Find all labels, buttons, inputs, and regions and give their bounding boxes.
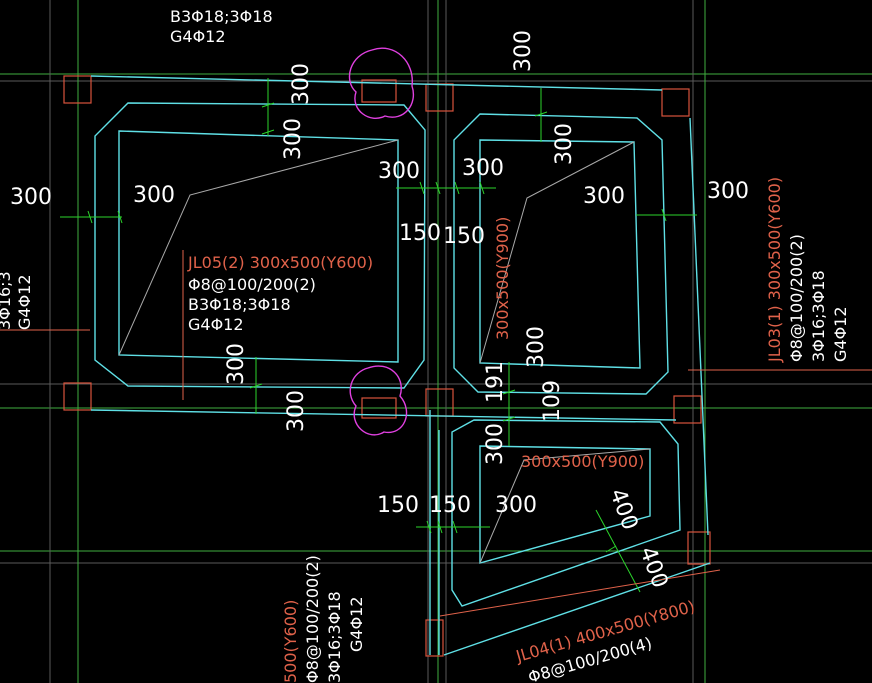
jl03-bars: 3Φ16;3Φ18 bbox=[809, 270, 828, 362]
dim-lower-300-a: 300 bbox=[483, 423, 508, 465]
column-top-mid bbox=[425, 83, 454, 112]
bottom-side: G4Φ12 bbox=[347, 596, 366, 652]
column-top-right bbox=[661, 88, 690, 117]
dim-150-b: 150 bbox=[443, 224, 485, 249]
dim-109: 109 bbox=[540, 380, 565, 422]
beam-outlines bbox=[90, 75, 711, 656]
dim-left-edge: 300 bbox=[10, 185, 52, 210]
dim-lower-300-b: 300 bbox=[495, 493, 537, 518]
dim-mid-top-left: 300 bbox=[378, 159, 420, 184]
column-mid-cloud bbox=[361, 397, 397, 419]
column-mid-left bbox=[63, 382, 92, 411]
pit-inner-left bbox=[118, 130, 399, 363]
jl05-bars: B3Φ18;3Φ18 bbox=[188, 295, 291, 314]
column-top-left bbox=[63, 75, 92, 104]
jl03-stirrup: Φ8@100/200(2) bbox=[787, 234, 806, 362]
dim-lower-150-b: 150 bbox=[429, 493, 471, 518]
revision-clouds bbox=[348, 47, 415, 436]
dim-lower-150-a: 150 bbox=[377, 493, 419, 518]
column-mid-right bbox=[673, 395, 702, 424]
dim-top-left-b: 300 bbox=[281, 118, 306, 160]
dim-left-inner: 300 bbox=[133, 183, 175, 208]
jl05-stirrup: Φ8@100/200(2) bbox=[188, 275, 316, 294]
dim-right-edge: 300 bbox=[707, 179, 749, 204]
dim-191: 191 bbox=[483, 361, 508, 403]
dim-mid-top-right: 300 bbox=[462, 156, 504, 181]
bottom-beam-label: 500(Y600) bbox=[281, 600, 300, 683]
lower-beam-label: 300x500(Y900) bbox=[521, 452, 644, 471]
dim-left-bottom-b: 300 bbox=[284, 390, 309, 432]
left-partial-side: G4Φ12 bbox=[15, 274, 34, 330]
dim-top-right: 300 bbox=[511, 30, 536, 72]
revision-cloud-top bbox=[348, 47, 415, 119]
dimension-lines bbox=[60, 78, 697, 593]
mid-vertical-beam-label: 300x500(Y900) bbox=[493, 217, 512, 340]
dim-left-bottom-a: 300 bbox=[224, 343, 249, 385]
dim-mid-vert: 300 bbox=[524, 326, 549, 368]
slope-lines bbox=[118, 139, 651, 564]
column-top-cloud bbox=[361, 79, 397, 103]
jl03-side: G4Φ12 bbox=[831, 306, 850, 362]
pit-inner-right bbox=[479, 139, 641, 369]
dim-right-inner: 300 bbox=[583, 184, 625, 209]
pit-outer-right bbox=[453, 113, 669, 395]
dim-150-a: 150 bbox=[399, 221, 441, 246]
dim-400-a: 400 bbox=[604, 486, 642, 534]
dim-top-left-a: 300 bbox=[289, 63, 314, 105]
columns bbox=[63, 75, 711, 657]
left-partial-bars: 3Φ16;3 bbox=[0, 271, 14, 330]
jl05-side: G4Φ12 bbox=[188, 315, 244, 334]
leader-lines bbox=[0, 250, 872, 617]
revision-cloud-mid bbox=[349, 365, 408, 436]
jl05-title: JL05(2) 300x500(Y600) bbox=[187, 253, 373, 272]
bottom-bars: 3Φ16;3Φ18 bbox=[325, 591, 344, 683]
jl03-title: JL03(1) 300x500(Y600) bbox=[765, 177, 784, 363]
pit-inner-lower bbox=[479, 445, 651, 564]
dim-top-right-inner: 300 bbox=[552, 123, 577, 165]
pit-outer-left bbox=[94, 102, 426, 389]
column-bottom-left bbox=[425, 619, 444, 657]
annotation-texts: B3Φ18;3Φ18 G4Φ12 3Φ16;3 G4Φ12 JL05(2) 30… bbox=[0, 7, 850, 683]
top-partial-side: G4Φ12 bbox=[170, 27, 226, 46]
pit-outer-lower bbox=[451, 419, 681, 607]
top-partial-bars: B3Φ18;3Φ18 bbox=[170, 7, 273, 26]
column-bottom-right bbox=[687, 531, 711, 565]
bottom-stirrup: Φ8@100/200(2) bbox=[303, 555, 322, 683]
